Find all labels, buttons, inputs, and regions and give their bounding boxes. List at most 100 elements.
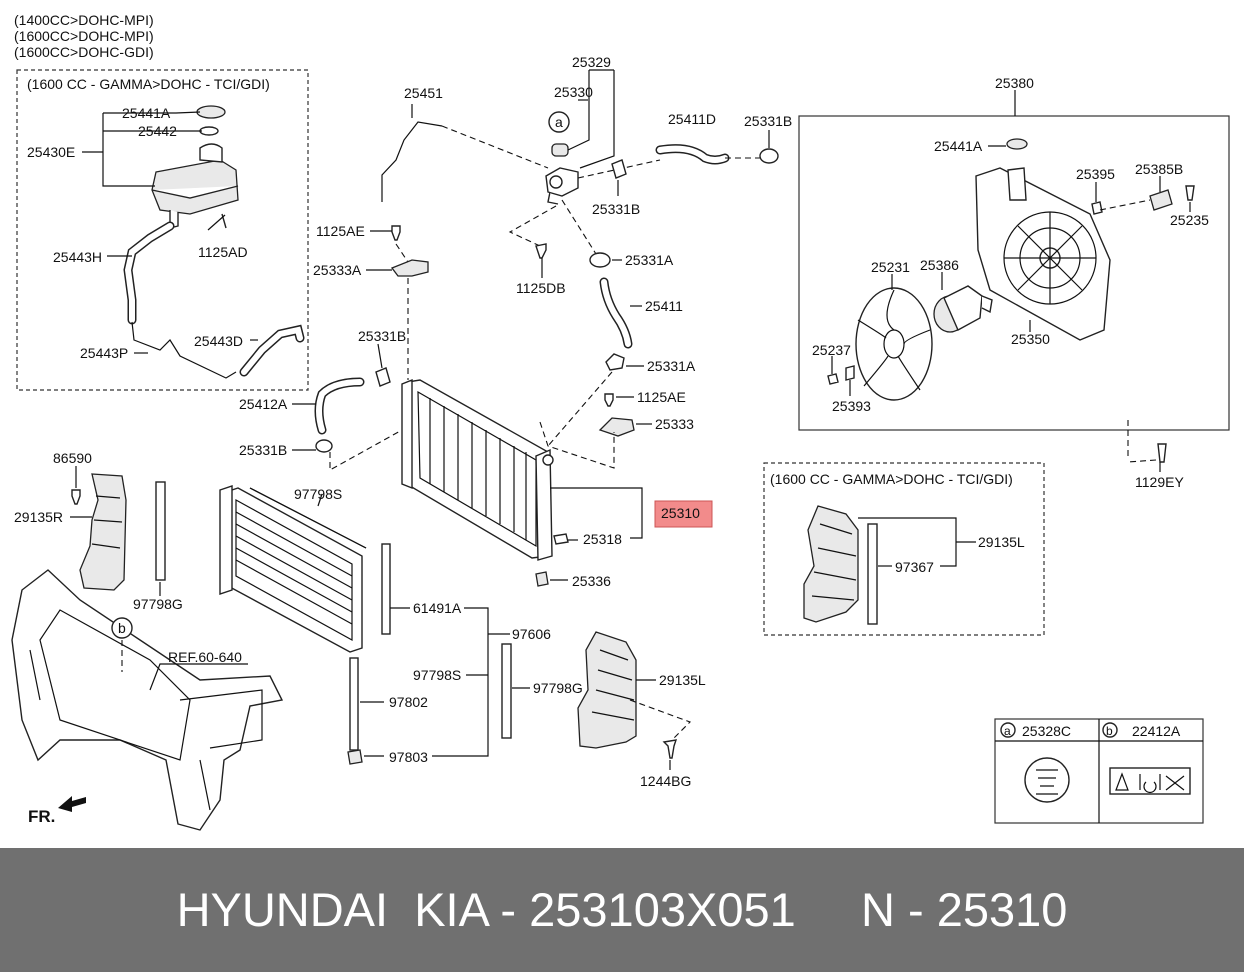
callout-97798G-mid[interactable]: 97798G — [533, 680, 583, 696]
callout-25411D[interactable]: 25411D — [668, 111, 716, 127]
callout-97798S-low[interactable]: 97798S — [413, 667, 461, 683]
callout-25430E[interactable]: 25430E — [27, 144, 75, 160]
callout-25442[interactable]: 25442 — [138, 123, 177, 139]
bolt-1125AE-mid-icon — [604, 393, 614, 407]
callout-29135L-mid[interactable]: 29135L — [659, 672, 706, 688]
callout-25235[interactable]: 25235 — [1170, 212, 1209, 228]
callout-25451[interactable]: 25451 — [404, 85, 443, 101]
callout-25331B-left[interactable]: 25331B — [358, 328, 406, 344]
clamp-25331A-mid-icon — [605, 353, 625, 371]
radiator — [401, 378, 554, 561]
reservoir-gasket-icon — [199, 126, 219, 136]
callout-61491A[interactable]: 61491A — [413, 600, 462, 616]
coolant-reservoir — [151, 105, 239, 229]
clip-25393-icon — [845, 365, 855, 381]
engine-variant-1: (1400CC>DOHC-MPI) — [14, 12, 154, 28]
air-guard-inset-box — [763, 462, 1045, 636]
callout-25331B-top[interactable]: 25331B — [744, 113, 792, 129]
callout-25329[interactable]: 25329 — [572, 54, 611, 70]
part-25310-highlight[interactable] — [654, 500, 713, 528]
footer-bar: HYUNDAI KIA - 253103X051 N - 25310 — [0, 848, 1244, 972]
callout-25333[interactable]: 25333 — [655, 416, 694, 432]
callout-25231[interactable]: 25231 — [871, 259, 910, 275]
callout-29135R[interactable]: 29135R — [14, 509, 63, 525]
callout-25350[interactable]: 25350 — [1011, 331, 1050, 347]
callout-25443P[interactable]: 25443P — [80, 345, 128, 361]
callout-25331B-mid[interactable]: 25331B — [592, 201, 640, 217]
callout-25412A[interactable]: 25412A — [239, 396, 288, 412]
callout-1244BG[interactable]: 1244BG — [640, 773, 691, 789]
insulator-97803-icon — [347, 749, 363, 765]
bolt-86590-icon — [71, 489, 81, 505]
callout-97606[interactable]: 97606 — [512, 626, 551, 642]
front-end-carrier — [11, 569, 284, 831]
clamp-25331B-top-icon — [759, 148, 779, 164]
cap-25330-icon — [551, 143, 569, 157]
callout-25441A-right[interactable]: 25441A — [934, 138, 983, 154]
callout-25331A-mid[interactable]: 25331A — [647, 358, 696, 374]
bracket-25333-icon — [598, 417, 635, 437]
callout-25443D[interactable]: 25443D — [194, 333, 243, 349]
callout-25333A[interactable]: 25333A — [313, 262, 362, 278]
air-guard-29135L-right — [803, 505, 859, 623]
callout-1125DB[interactable]: 1125DB — [516, 280, 566, 296]
marker-b — [111, 617, 133, 639]
callout-1129EY[interactable]: 1129EY — [1135, 474, 1184, 490]
callout-25237[interactable]: 25237 — [812, 342, 851, 358]
callout-25393[interactable]: 25393 — [832, 398, 871, 414]
callout-97798G-left[interactable]: 97798G — [133, 596, 183, 612]
callout-97798S-top[interactable]: 97798S — [294, 486, 342, 502]
callout-25411[interactable]: 25411 — [645, 298, 683, 314]
callout-25395[interactable]: 25395 — [1076, 166, 1115, 182]
engine-variant-3: (1600CC>DOHC-GDI) — [14, 44, 154, 60]
callout-86590[interactable]: 86590 — [53, 450, 92, 466]
fan-assembly-box — [798, 115, 1230, 431]
callout-97367[interactable]: 97367 — [895, 559, 934, 575]
grommet-25395-icon — [1091, 201, 1103, 215]
seal-97367 — [867, 523, 878, 625]
front-arrow-icon — [58, 796, 86, 812]
caution-label-icon — [1024, 757, 1070, 803]
legend-marker-a: a — [1004, 724, 1011, 738]
callout-1125AE-mid[interactable]: 1125AE — [637, 389, 686, 405]
callout-97803[interactable]: 97803 — [389, 749, 428, 765]
callout-25336[interactable]: 25336 — [572, 573, 611, 589]
callout-25380[interactable]: 25380 — [995, 75, 1034, 91]
callout-97802[interactable]: 97802 — [389, 694, 428, 710]
drain-plug-25318-icon — [553, 533, 569, 545]
callout-25330[interactable]: 25330 — [554, 84, 593, 100]
callout-29135L-right[interactable]: 29135L — [978, 534, 1025, 550]
engine-variant-2: (1600CC>DOHC-MPI) — [14, 28, 154, 44]
seal-61491A — [381, 543, 391, 635]
hose-25451 — [381, 121, 443, 202]
air-guard-29135L-mid — [577, 631, 637, 749]
bolt-1129EY-icon — [1157, 443, 1167, 463]
clamp-25331A-top-icon — [589, 252, 611, 268]
bolt-1125DB-icon — [535, 243, 547, 259]
callout-1125AD[interactable]: 1125AD — [198, 244, 248, 260]
fan-25231 — [855, 287, 933, 401]
fan-shroud — [975, 167, 1111, 341]
callout-25385B[interactable]: 25385B — [1135, 161, 1183, 177]
reservoir-inset-title: (1600 CC - GAMMA>DOHC - TCI/GDI) — [27, 76, 270, 92]
callout-25441A-left[interactable]: 25441A — [122, 105, 171, 121]
seal-97802 — [349, 657, 359, 751]
callout-25331A-top[interactable]: 25331A — [625, 252, 674, 268]
insulator-25336-icon — [535, 571, 549, 587]
callout-25310[interactable]: 25310 — [661, 505, 700, 521]
reservoir-cap-icon — [196, 105, 226, 119]
air-guard-inset-title: (1600 CC - GAMMA>DOHC - TCI/GDI) — [770, 471, 1013, 487]
reservoir-inset-box — [16, 69, 309, 391]
callout-25386[interactable]: 25386 — [920, 257, 959, 273]
clamp-25331B-left-icon — [375, 367, 391, 387]
callout-1125AE-top[interactable]: 1125AE — [316, 223, 365, 239]
callout-25443H[interactable]: 25443H — [53, 249, 102, 265]
nut-25237-icon — [827, 373, 839, 385]
legend-part-25328C: 25328C — [1022, 723, 1071, 739]
bolt-1125AE-top-icon — [391, 225, 401, 241]
callout-25331B-low[interactable]: 25331B — [239, 442, 287, 458]
callout-REF[interactable]: REF.60-640 — [168, 649, 242, 665]
condenser — [219, 485, 363, 653]
callout-25318[interactable]: 25318 — [583, 531, 622, 547]
clamp-25331B-low-icon — [315, 439, 333, 453]
